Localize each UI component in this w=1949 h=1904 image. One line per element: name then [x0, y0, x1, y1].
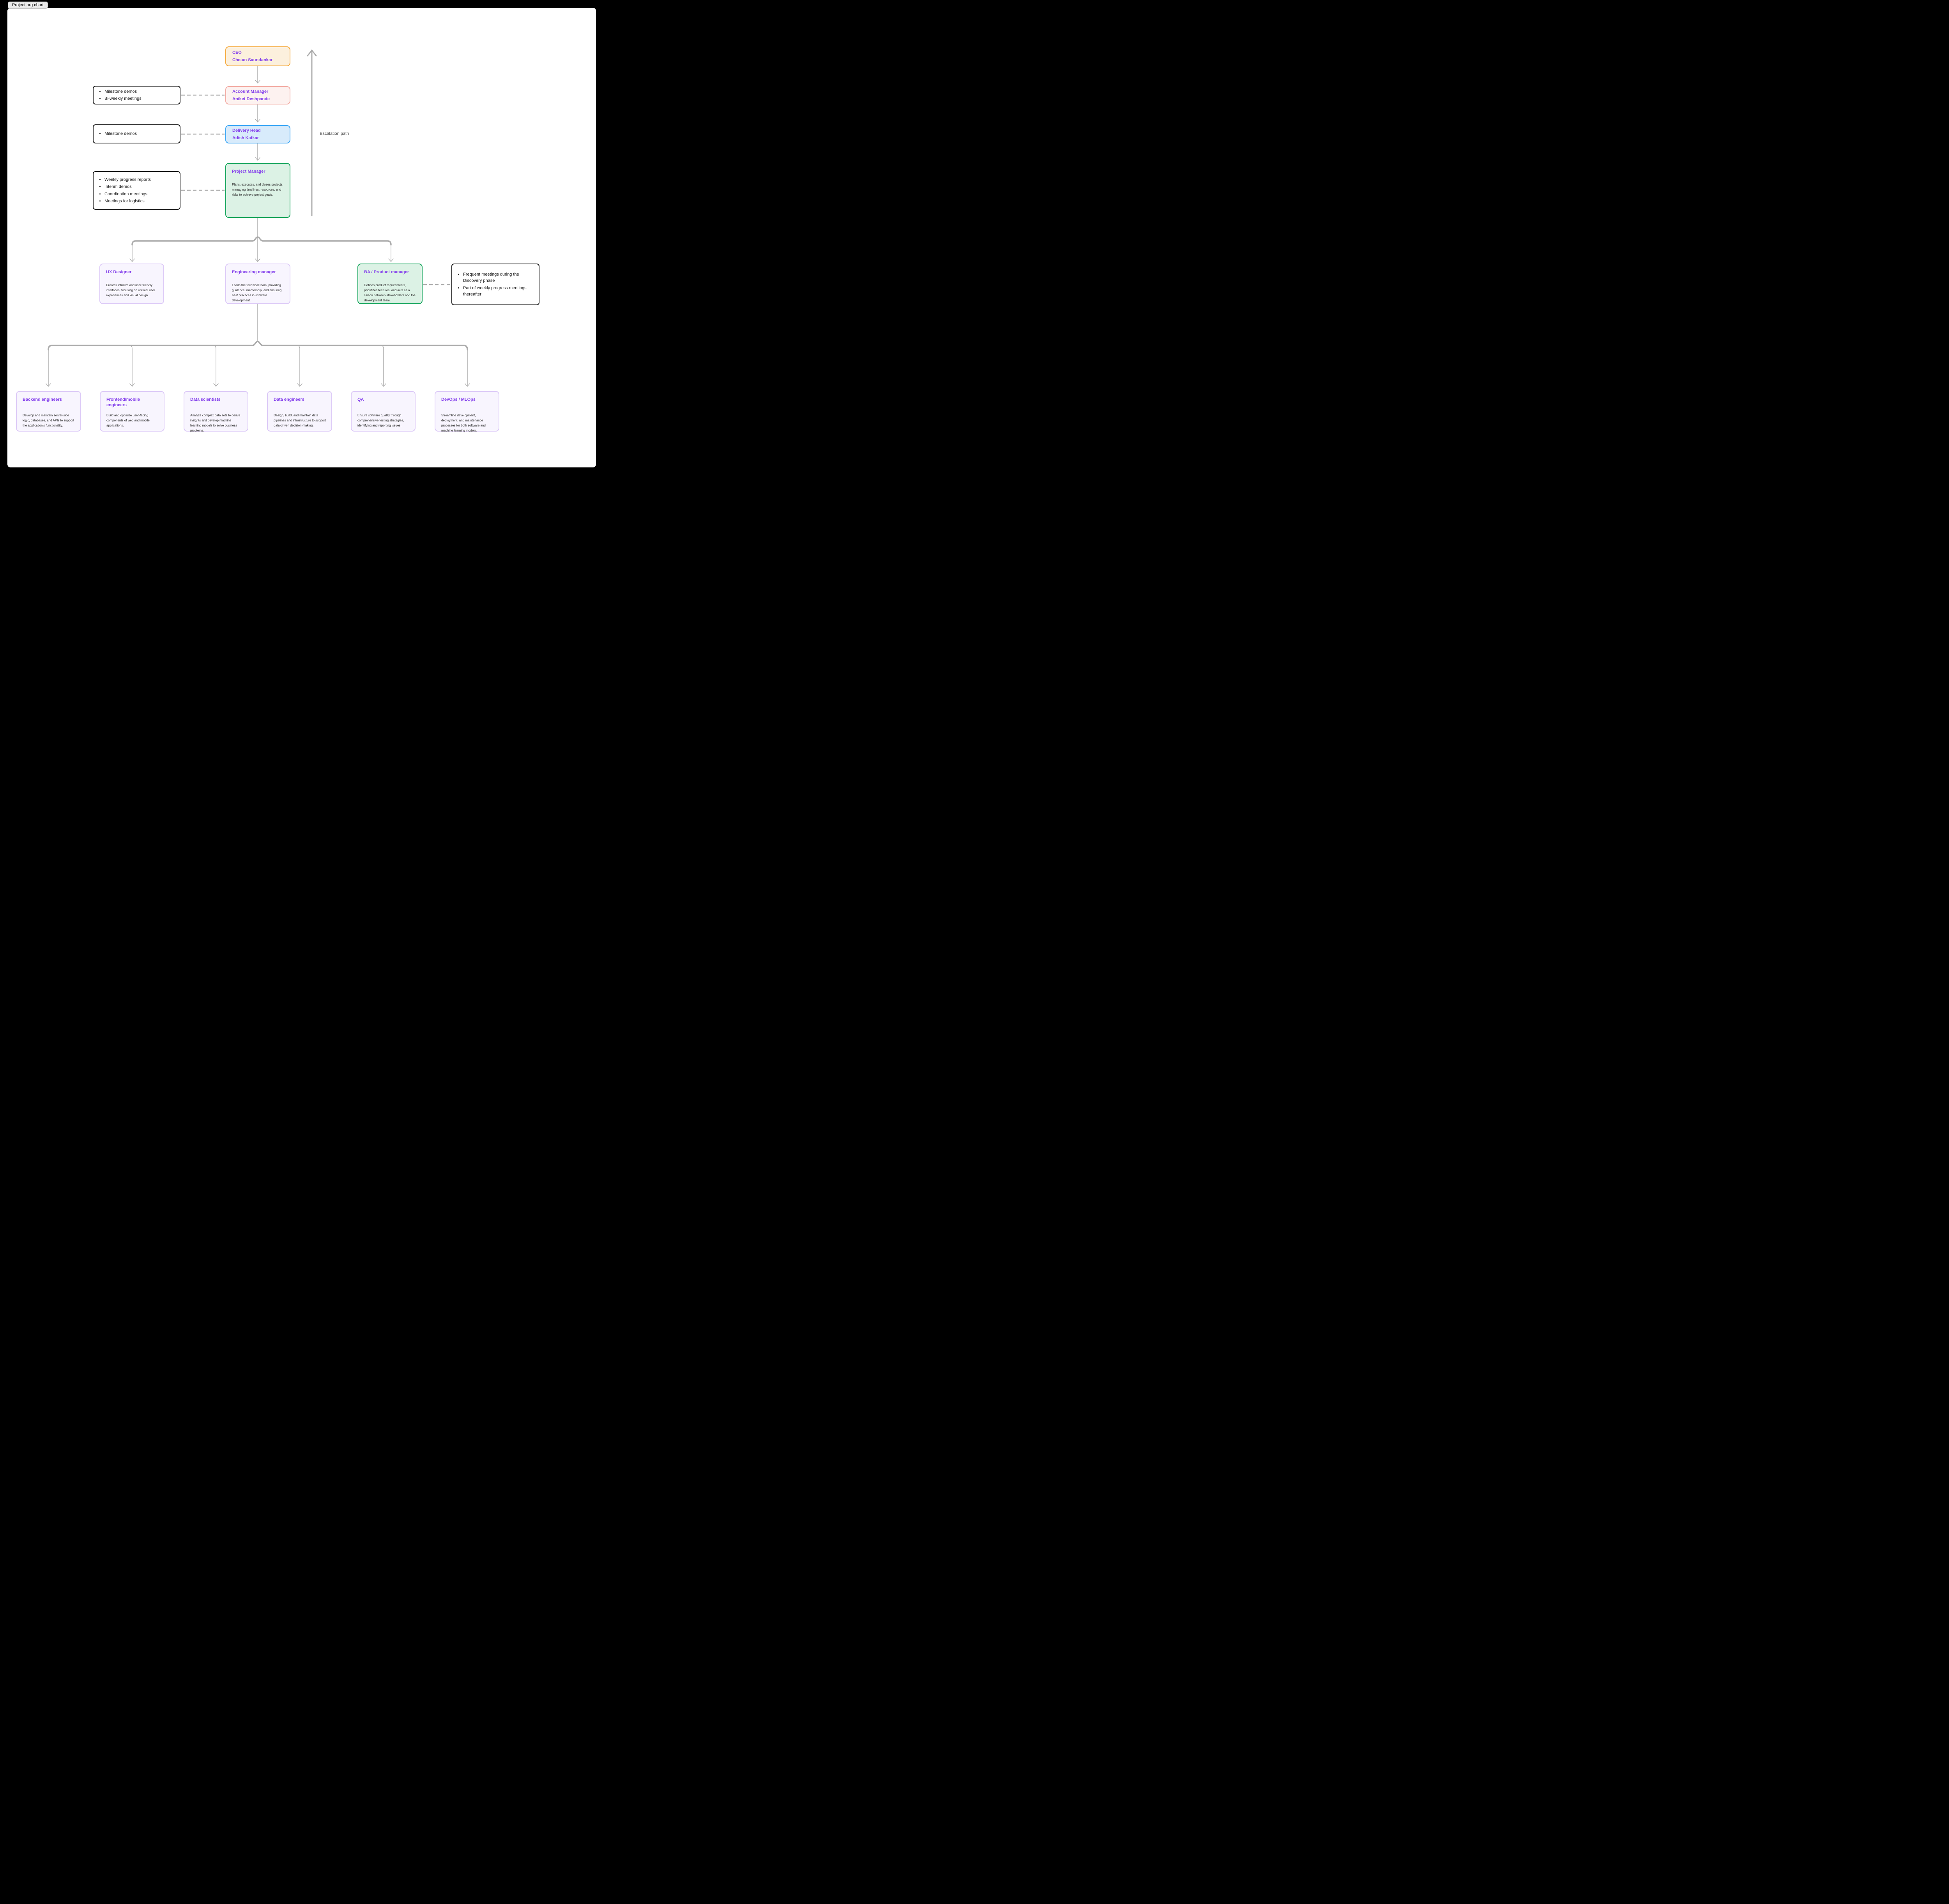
note-list: Milestone demosBi-weekly meetings	[96, 88, 176, 103]
note-bullet: Interim demos	[104, 184, 176, 190]
node-frontend-mobile-engineers[interactable]: Frontend/mobile engineers Build and opti…	[100, 391, 164, 432]
node-engineering-manager[interactable]: Engineering manager Leads the technical …	[225, 264, 290, 304]
node-title: Data engineers	[274, 397, 304, 402]
note-bullet: Coordination meetings	[104, 191, 176, 198]
node-delivery-head[interactable]: Delivery Head Adish Katkar	[225, 125, 290, 143]
note-ba-product-manager[interactable]: Frequent meetings during the Discovery p…	[451, 264, 539, 305]
node-ceo[interactable]: CEO Chetan Saundankar	[225, 46, 290, 66]
connector-ceo-am	[255, 66, 260, 84]
note-bullet: Milestone demos	[104, 88, 176, 95]
escalation-arrow[interactable]	[307, 49, 317, 216]
node-description: Build and optimize user-facing component…	[106, 414, 150, 427]
node-account-manager[interactable]: Account Manager Aniket Deshpande	[225, 86, 290, 104]
node-devops-mlops[interactable]: DevOps / MLOps Streamline development, d…	[435, 391, 499, 432]
node-title: UX Designer	[106, 270, 132, 274]
page-tab-label: Project org chart	[12, 3, 44, 7]
page-tab[interactable]: Project org chart	[8, 2, 48, 9]
connector-dh-pm	[255, 143, 260, 161]
node-description: Plans, executes, and closes projects, ma…	[232, 183, 283, 196]
node-backend-engineers[interactable]: Backend engineers Develop and maintain s…	[16, 391, 81, 432]
connector-layer	[46, 49, 470, 387]
note-bullet: Meetings for logistics	[104, 198, 176, 205]
node-description: Analyze complex data sets to derive insi…	[190, 414, 241, 432]
node-title: QA	[357, 397, 364, 402]
node-ba-product-manager[interactable]: BA / Product manager Defines product req…	[357, 264, 423, 304]
note-list: Weekly progress reportsInterim demosCoor…	[96, 176, 176, 205]
node-person: Aniket Deshpande	[232, 96, 270, 101]
note-bullet: Part of weekly progress meetings thereaf…	[463, 285, 535, 298]
node-title: Frontend/mobile engineers	[106, 397, 140, 408]
note-account-manager[interactable]: Milestone demosBi-weekly meetings	[93, 86, 180, 104]
node-description: Ensure software quality through comprehe…	[357, 414, 404, 427]
note-bullet: Weekly progress reports	[104, 177, 176, 183]
node-project-manager[interactable]: Project Manager Plans, executes, and clo…	[225, 163, 290, 218]
node-description: Leads the technical team, providing guid…	[232, 283, 282, 302]
node-title: Backend engineers	[23, 397, 62, 402]
note-bullet: Bi-weekly meetings	[104, 96, 176, 102]
node-ux-designer[interactable]: UX Designer Creates intuitive and user-f…	[99, 264, 164, 304]
node-description: Develop and maintain server-side logic, …	[23, 414, 74, 427]
node-data-engineers[interactable]: Data engineers Design, build, and mainta…	[267, 391, 332, 432]
note-delivery-head[interactable]: Milestone demos	[93, 124, 180, 143]
node-description: Creates intuitive and user-friendly inte…	[106, 283, 155, 297]
node-person: Chetan Saundankar	[232, 57, 273, 62]
node-title: Data scientists	[190, 397, 221, 402]
node-qa[interactable]: QA Ensure software quality through compr…	[351, 391, 416, 432]
node-title: Account Manager	[232, 89, 269, 94]
node-data-scientists[interactable]: Data scientists Analyze complex data set…	[184, 391, 248, 432]
connector-pm-children	[129, 218, 394, 262]
escalation-path-label: Escalation path	[320, 131, 349, 136]
node-person: Adish Katkar	[232, 135, 259, 140]
note-project-manager[interactable]: Weekly progress reportsInterim demosCoor…	[93, 171, 180, 210]
note-bullet: Frequent meetings during the Discovery p…	[463, 271, 535, 284]
node-title: Engineering manager	[232, 270, 276, 274]
note-list: Milestone demos	[96, 130, 176, 138]
connector-em-children	[46, 304, 470, 387]
node-title: CEO	[232, 50, 242, 55]
node-title: DevOps / MLOps	[441, 397, 476, 402]
node-description: Defines product requirements, prioritize…	[364, 283, 416, 302]
note-list: Frequent meetings during the Discovery p…	[455, 271, 535, 299]
connector-am-dh	[255, 104, 260, 123]
node-description: Streamline development, deployment, and …	[441, 414, 486, 432]
node-description: Design, build, and maintain data pipelin…	[274, 414, 326, 427]
node-title: Delivery Head	[232, 128, 261, 133]
node-title: Project Manager	[232, 169, 265, 174]
note-bullet: Milestone demos	[104, 131, 176, 137]
node-title: BA / Product manager	[364, 270, 409, 274]
whiteboard-canvas[interactable]	[7, 8, 596, 467]
